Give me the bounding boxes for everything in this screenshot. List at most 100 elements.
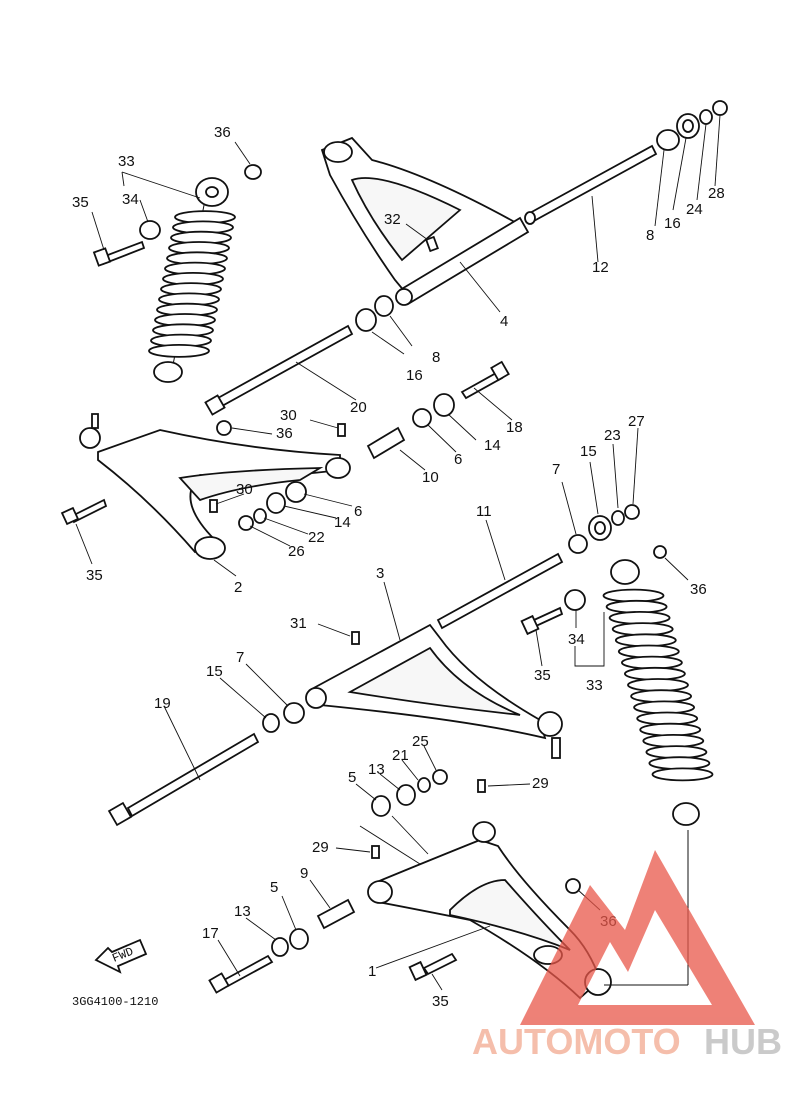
spring-coil (621, 655, 683, 670)
callout-30: 30 (280, 407, 297, 424)
callout-31: 31 (290, 615, 307, 632)
leader-lines (75, 114, 721, 991)
callout-12: 12 (592, 259, 609, 276)
grease-nipple-29-right (477, 779, 486, 793)
nut-36-mid (216, 420, 232, 436)
collar-6-lower (285, 481, 307, 503)
spring-coil (605, 599, 668, 614)
callout-14: 14 (334, 514, 351, 531)
callout-35: 35 (86, 567, 103, 584)
bolt-20 (204, 324, 354, 416)
watermark-triangle-logo (520, 850, 755, 1025)
bushing-34-upper (139, 220, 161, 240)
callout-20: 20 (350, 399, 367, 416)
grease-nipple-30-upper (337, 423, 346, 437)
callout-35: 35 (72, 194, 89, 211)
callout-11: 11 (476, 503, 492, 520)
spring-coil (645, 745, 708, 759)
callout-23: 23 (604, 427, 621, 444)
callout-6: 6 (354, 503, 362, 520)
fwd-arrow: FWD (94, 938, 148, 974)
watermark-brand-part1: AUTOMOTO (472, 1021, 681, 1062)
spring-coil (611, 622, 674, 636)
nut-36-lower (653, 545, 667, 559)
nut-25 (432, 769, 448, 785)
callout-1: 1 (368, 963, 376, 980)
spring-coil (636, 711, 699, 726)
bolt-18 (366, 360, 510, 460)
arm-1-assembly (208, 769, 612, 1000)
callout-26: 26 (288, 543, 305, 560)
callout-18: 18 (506, 419, 523, 436)
shaft-11-assembly (436, 504, 640, 630)
arm-2-assembly (60, 413, 351, 560)
seal-14-lower (266, 492, 286, 514)
washer-23 (611, 510, 625, 526)
callout-7: 7 (552, 461, 560, 478)
callout-6: 6 (454, 451, 462, 468)
callout-36: 36 (276, 425, 293, 442)
callout-17: 17 (202, 925, 219, 942)
collar-6-upper (412, 408, 432, 428)
nut-26 (238, 515, 254, 531)
callout-19: 19 (154, 695, 171, 712)
callout-34: 34 (122, 191, 139, 208)
callout-35: 35 (432, 993, 449, 1010)
callout-36: 36 (690, 581, 707, 598)
callout-8: 8 (646, 227, 654, 244)
grease-nipple-29-left (371, 845, 380, 859)
spring-coil (148, 343, 210, 358)
upper-arm-assembly (320, 100, 728, 332)
callout-27: 27 (628, 413, 645, 430)
spring-coil (651, 767, 714, 782)
spring-coil (648, 756, 711, 771)
diagram-code-label: 3GG4100-1210 (72, 995, 158, 1009)
seal-16-lower (355, 308, 377, 332)
callout-numbers: 3633343532412816242816820183036146103061… (72, 124, 725, 1010)
callout-16: 16 (406, 367, 423, 384)
callout-32: 32 (384, 211, 401, 228)
shaft-12 (526, 144, 658, 224)
callout-25: 25 (412, 733, 429, 750)
grease-nipple-31 (351, 631, 360, 645)
callout-8: 8 (432, 349, 440, 366)
spring-coil (630, 689, 692, 704)
nut-28 (712, 100, 728, 116)
nut-36-bottom (565, 878, 581, 894)
seal-13-lower (271, 937, 289, 957)
callout-24: 24 (686, 201, 703, 218)
spring-coil (642, 734, 705, 748)
bolt-19 (107, 732, 260, 827)
shock-absorber-lower-right (520, 545, 714, 985)
spacer-9 (316, 898, 356, 930)
seal-13-upper (396, 784, 416, 806)
washer-24 (699, 109, 713, 125)
arm-3-assembly (262, 623, 563, 759)
spring-coil (633, 700, 695, 715)
callout-7: 7 (236, 649, 244, 666)
shock-absorber-upper-left (92, 164, 262, 383)
bolt-35-lower (532, 606, 564, 628)
spacer-10 (366, 426, 406, 460)
bolt-17 (222, 954, 274, 988)
callout-14: 14 (484, 437, 501, 454)
callout-4: 4 (500, 313, 508, 330)
collar-7-lower (283, 702, 305, 724)
callout-9: 9 (300, 865, 308, 882)
collar-8-lower (374, 295, 394, 317)
washer-22 (253, 508, 267, 524)
grease-nipple-30-lower (209, 499, 218, 513)
callout-10: 10 (422, 469, 439, 486)
callout-21: 21 (392, 747, 409, 764)
watermark-brand-part2: HUB (704, 1021, 782, 1062)
seal-15-lower (262, 713, 280, 733)
callout-29: 29 (312, 839, 329, 856)
callout-22: 22 (308, 529, 325, 546)
spring-coil (624, 666, 686, 681)
callout-16: 16 (664, 215, 681, 232)
collar-7-upper (568, 534, 588, 554)
automotohub-watermark: AUTOMOTO HUB (472, 850, 782, 1062)
callout-33: 33 (586, 677, 603, 694)
